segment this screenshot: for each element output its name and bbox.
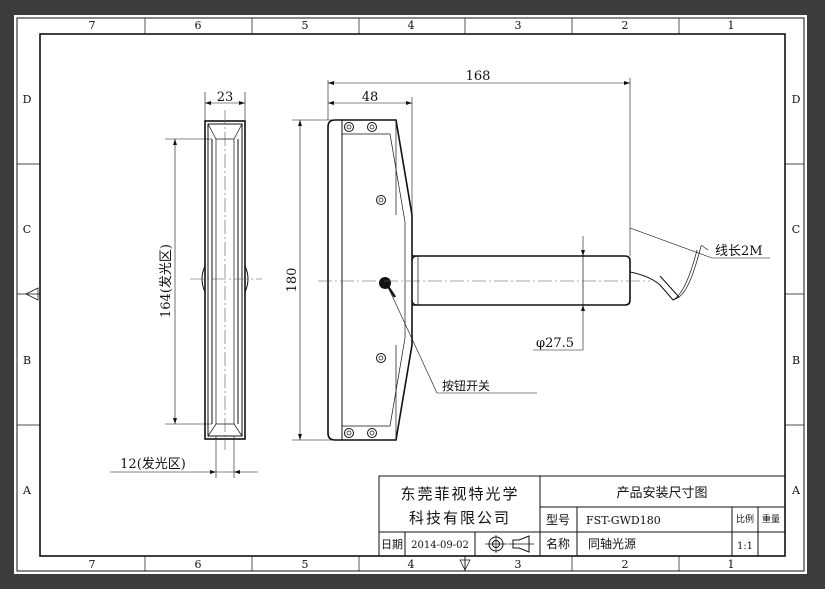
button-leader: 按钮开关 [388,288,537,394]
name-label: 名称 [546,536,570,551]
dimension-diameter: φ27.5 [533,236,585,351]
zone-left-a: A [22,484,32,497]
name-value: 同轴光源 [588,536,636,551]
dimension-164: 164(发光区) [158,138,212,425]
company-name-line2: 科技有限公司 [409,509,511,527]
date-label: 日期 [381,538,403,551]
dim-180-label: 180 [285,268,300,293]
zone-top-6: 6 [195,19,202,32]
dim-12-label: 12(发光区) [120,456,186,472]
dim-diameter-label: φ27.5 [536,336,574,351]
cable-length-leader: 线长2M [629,227,770,259]
zone-left-d: D [23,93,32,106]
dim-168-label: 168 [466,69,491,84]
first-angle-projection-icon [485,535,534,553]
dim-23-label: 23 [217,90,234,105]
dimension-23: 23 [204,90,246,121]
zone-top-5: 5 [302,19,309,32]
zone-top-4: 4 [408,19,415,32]
side-view [190,110,262,450]
zone-bottom-3: 3 [515,558,522,571]
company-name-line1: 东莞菲视特光学 [400,485,519,503]
zone-left-b: B [23,354,31,367]
model-value: FST-GWD180 [586,514,661,527]
paper-sheet [14,15,807,574]
zone-top-1: 1 [728,19,735,32]
button-label: 按钮开关 [442,378,490,393]
zone-right-b: B [792,354,800,367]
scale-value: 1:1 [737,541,753,552]
zone-left-c: C [23,223,31,236]
zone-right-a: A [791,484,801,497]
outer-border [16,17,805,572]
dim-164-label: 164(发光区) [158,244,174,318]
zone-bottom-4: 4 [408,558,415,571]
cable-length-label: 线长2M [715,244,763,259]
title-block: 东莞菲视特光学 科技有限公司 产品安装尺寸图 型号 FST-GWD180 比例 … [378,475,786,557]
zone-right-c: C [792,223,800,236]
dimension-48: 48 [327,80,413,215]
zone-bottom-6: 6 [195,558,202,571]
dimension-12: 12(发光区) [110,436,258,478]
weight-label: 重量 [762,513,780,525]
centering-mark-left [25,287,39,301]
model-label: 型号 [546,513,570,527]
zone-top-7: 7 [89,19,96,32]
front-view [318,119,702,441]
zone-bottom-2: 2 [622,558,629,571]
scale-label: 比例 [736,513,754,525]
zone-bottom-5: 5 [302,558,309,571]
dimension-180: 180 [285,119,335,441]
zone-bottom-7: 7 [89,558,96,571]
dim-48-label: 48 [362,90,379,105]
drawing-title: 产品安装尺寸图 [616,486,707,501]
zone-right-d: D [792,93,801,106]
zone-ticks [17,18,804,571]
zone-top-2: 2 [622,19,629,32]
date-value: 2014-09-02 [411,540,469,551]
dimension-168: 168 [328,69,631,256]
zone-top-3: 3 [515,19,522,32]
zone-bottom-1: 1 [728,558,735,571]
